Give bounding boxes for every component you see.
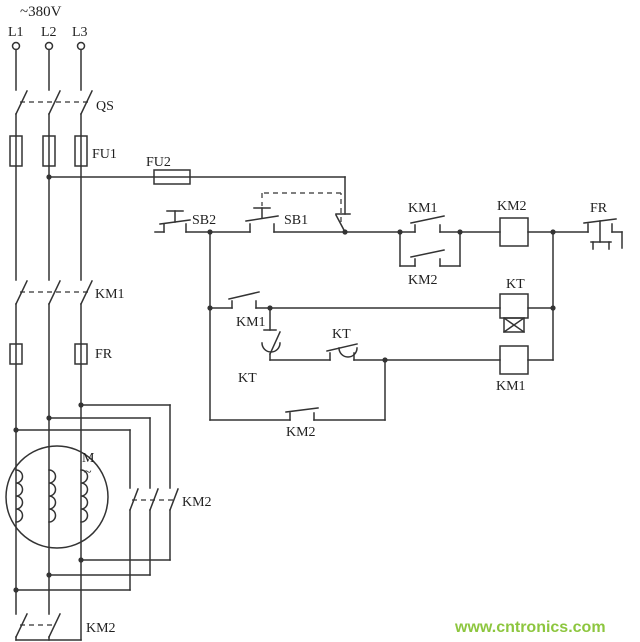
fu2-label: FU2 xyxy=(146,155,171,170)
winding-2-icon xyxy=(48,469,57,523)
fr-contact-label: FR xyxy=(590,201,608,216)
motor-label: M xyxy=(82,451,95,466)
terminal-l2-icon xyxy=(44,41,54,51)
km1-no-contact xyxy=(410,215,445,233)
motor-symbol xyxy=(5,445,109,549)
fuse-fu2-icon xyxy=(153,169,191,185)
km2-aux-contact xyxy=(399,231,461,267)
kt-delay2-label: KT xyxy=(332,327,351,342)
motor-wave-label: ~ xyxy=(84,465,92,480)
supply-label: ~380V xyxy=(20,4,62,20)
km2-speed-contacts xyxy=(15,404,179,591)
kt-delay1-label: KT xyxy=(238,371,257,386)
terminal-l3-icon xyxy=(76,41,86,51)
km2-main-label: KM2 xyxy=(182,495,212,510)
kt-delayed-contact-row xyxy=(269,343,554,361)
l2-label: L2 xyxy=(41,25,57,40)
km2-coil-label: KM2 xyxy=(497,199,527,214)
km2-coil xyxy=(499,217,529,247)
sb1-linked-nc-contact xyxy=(261,192,351,234)
fr-main-label: FR xyxy=(95,347,113,362)
fu1-label: FU1 xyxy=(92,147,117,162)
kt-coil xyxy=(499,293,529,334)
sb1-label: SB1 xyxy=(284,213,308,228)
km1-coil xyxy=(499,345,529,375)
terminal-l1-icon xyxy=(11,41,21,51)
thermal-relay-fr-heaters xyxy=(9,343,88,365)
supply-terminals xyxy=(11,41,86,51)
control-rail xyxy=(154,231,623,249)
km1-coil-label: KM1 xyxy=(496,379,526,394)
junction-dots xyxy=(13,174,556,593)
km1-aux-contact xyxy=(209,291,554,309)
fr-nc-contact xyxy=(583,218,617,250)
kt-coil-label: KT xyxy=(506,277,525,292)
km2-star-label: KM2 xyxy=(86,621,116,636)
watermark: www.cntronics.com xyxy=(454,619,606,636)
km1-aux-label: KM1 xyxy=(236,315,266,330)
start-button-sb1 xyxy=(245,207,279,233)
qs-label: QS xyxy=(96,99,114,114)
l1-label: L1 xyxy=(8,25,24,40)
l3-label: L3 xyxy=(72,25,88,40)
control-feed xyxy=(48,169,346,215)
stop-button-sb2 xyxy=(159,210,191,233)
km2-interlock-contact xyxy=(209,359,386,421)
km1-contact-label: KM1 xyxy=(408,201,438,216)
kt-delayed-contact-vertical xyxy=(261,307,281,361)
fuse-fu1 xyxy=(9,135,88,167)
km2-aux-label: KM2 xyxy=(408,273,438,288)
winding-1-icon xyxy=(15,469,24,523)
sb2-label: SB2 xyxy=(192,213,216,228)
winding-3-icon xyxy=(80,469,89,523)
km1-main-label: KM1 xyxy=(95,287,125,302)
km2-interlock-label: KM2 xyxy=(286,425,316,440)
